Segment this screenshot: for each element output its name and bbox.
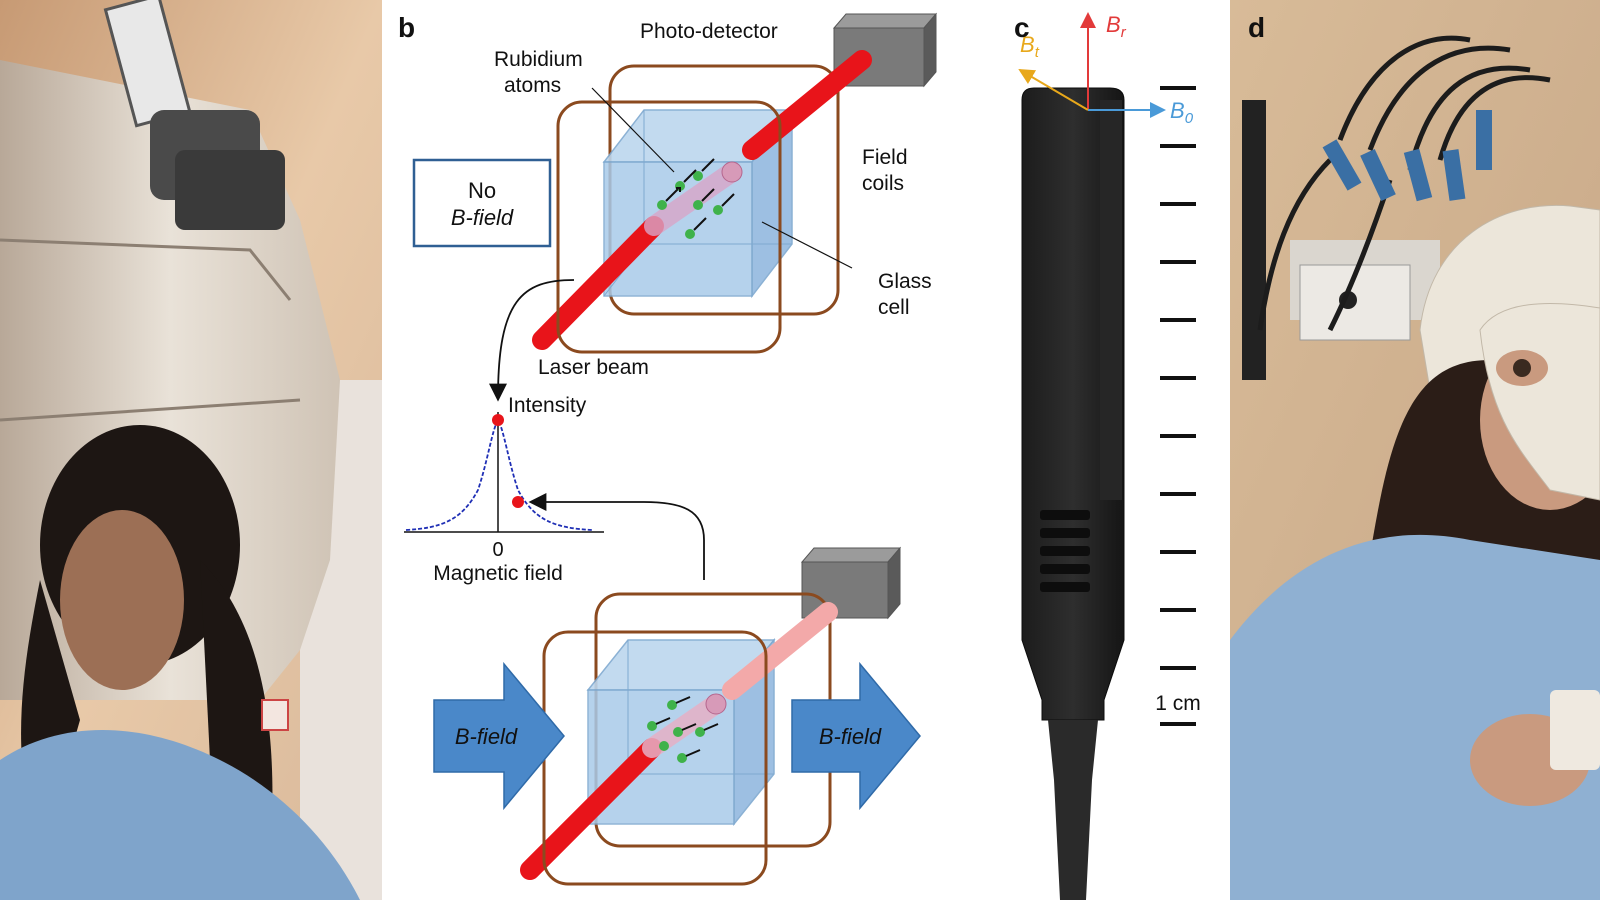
arrow-to-peak — [489, 279, 575, 402]
sensor-side-ridge — [1100, 100, 1122, 500]
label-rubidium-2: atoms — [504, 74, 561, 97]
bt-label: Bt — [1020, 32, 1040, 61]
scale-bar-ticks — [1160, 86, 1196, 726]
no-bfield-label-2: B-field — [451, 205, 514, 230]
label-magnetic-field: Magnetic field — [433, 562, 563, 585]
label-bfield-left: B-field — [455, 724, 518, 749]
shifted-point — [512, 496, 524, 508]
laser-beam-top-inside — [644, 162, 742, 236]
label-zero: 0 — [492, 539, 503, 561]
laser-beam-top-front — [532, 216, 664, 350]
photodetector-bottom — [800, 546, 902, 620]
field-coil-front — [556, 100, 782, 354]
label-glass-cell-1: Glass — [878, 270, 932, 293]
photodetector-top — [832, 12, 938, 88]
glass-cell-leader-line — [761, 221, 853, 269]
opm-diagram: Photo-detector Rubidium atoms Field coil… — [404, 12, 938, 886]
no-bfield-box — [412, 158, 552, 248]
peak-point — [492, 414, 504, 426]
arrow-to-shifted-point — [528, 493, 705, 580]
label-bfield-right: B-field — [819, 724, 882, 749]
intensity-plot — [404, 412, 604, 533]
panel-label-c: c — [1014, 12, 1030, 43]
rubidium-leader-line — [591, 87, 675, 173]
scanner-photo-illustration — [0, 0, 382, 900]
panel-d-wearable-helmet-photo: d — [1230, 0, 1600, 900]
panel-b-opm-principle-diagram: b — [382, 0, 982, 900]
sensor-cable — [1048, 720, 1098, 900]
panel-label-d: d — [1248, 12, 1266, 43]
sensor-vent-slots — [1040, 510, 1090, 592]
sensor-illustration: Br Bt B0 1 cm — [1018, 12, 1201, 900]
bt-arrow — [1018, 68, 1089, 111]
rubidium-atoms-bottom — [647, 696, 719, 763]
rubidium-atoms-top — [657, 158, 735, 239]
label-photodetector: Photo-detector — [640, 20, 778, 43]
resonance-curve — [405, 418, 593, 531]
label-glass-cell-2: cell — [878, 296, 910, 319]
scale-label: 1 cm — [1155, 692, 1201, 715]
laser-beam-bottom-inside — [642, 694, 726, 758]
beam-exit-top — [721, 161, 743, 183]
label-intensity: Intensity — [508, 394, 587, 417]
label-rubidium-1: Rubidium — [494, 48, 583, 71]
no-bfield-label-1: No — [468, 178, 496, 203]
label-field-coils-1: Field — [862, 146, 908, 169]
panel-a-meg-scanner-photo — [0, 0, 382, 900]
laser-beam-bottom-back-attenuated — [722, 602, 838, 700]
label-field-coils-2: coils — [862, 172, 904, 195]
sensor-body — [1021, 87, 1125, 721]
b0-label: B0 — [1170, 98, 1194, 127]
helmet-photo-illustration — [1230, 0, 1600, 900]
bfield-arrow-left — [433, 661, 565, 811]
panel-label-b: b — [398, 12, 416, 43]
laser-beam-bottom-front — [520, 738, 662, 880]
beam-exit-bottom — [705, 693, 727, 715]
br-label: Br — [1106, 12, 1127, 41]
bfield-arrow-right — [791, 661, 921, 811]
panel-c-sensor-photo: c Br Bt B0 — [982, 0, 1230, 900]
label-laser-beam: Laser beam — [538, 356, 649, 379]
laser-beam-top-back — [742, 50, 872, 160]
